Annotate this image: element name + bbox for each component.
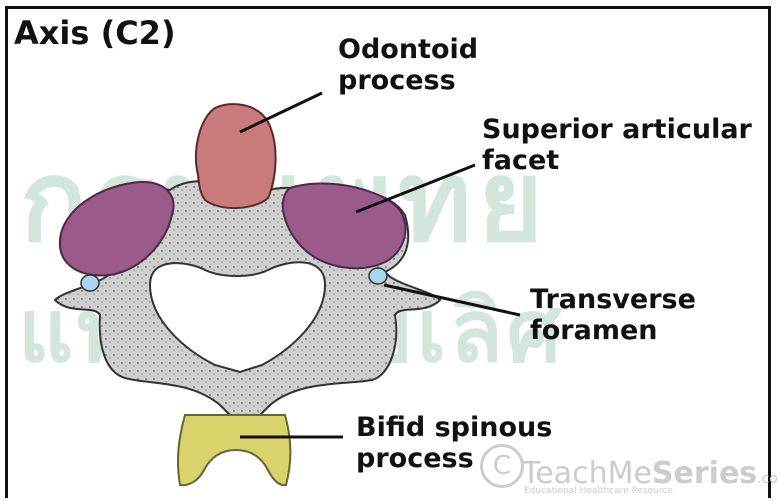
diagram-title: Axis (C2) — [14, 14, 176, 52]
label-line: Bifid spinous — [356, 412, 552, 443]
label-line: Transverse — [530, 284, 696, 315]
label-superior-articular-facet: Superior articular facet — [482, 114, 752, 176]
label-line: Odontoid — [338, 34, 478, 65]
brand-tagline: Educational Healthcare Resource — [524, 486, 673, 496]
brand-suffix: .co — [757, 471, 778, 487]
label-line: foramen — [530, 315, 696, 346]
brand-logo-icon: C — [480, 444, 524, 488]
label-odontoid-process: Odontoid process — [338, 34, 478, 96]
label-line: process — [338, 65, 478, 96]
label-line: facet — [482, 145, 752, 176]
label-line: Superior articular — [482, 114, 752, 145]
label-transverse-foramen: Transverse foramen — [530, 284, 696, 346]
